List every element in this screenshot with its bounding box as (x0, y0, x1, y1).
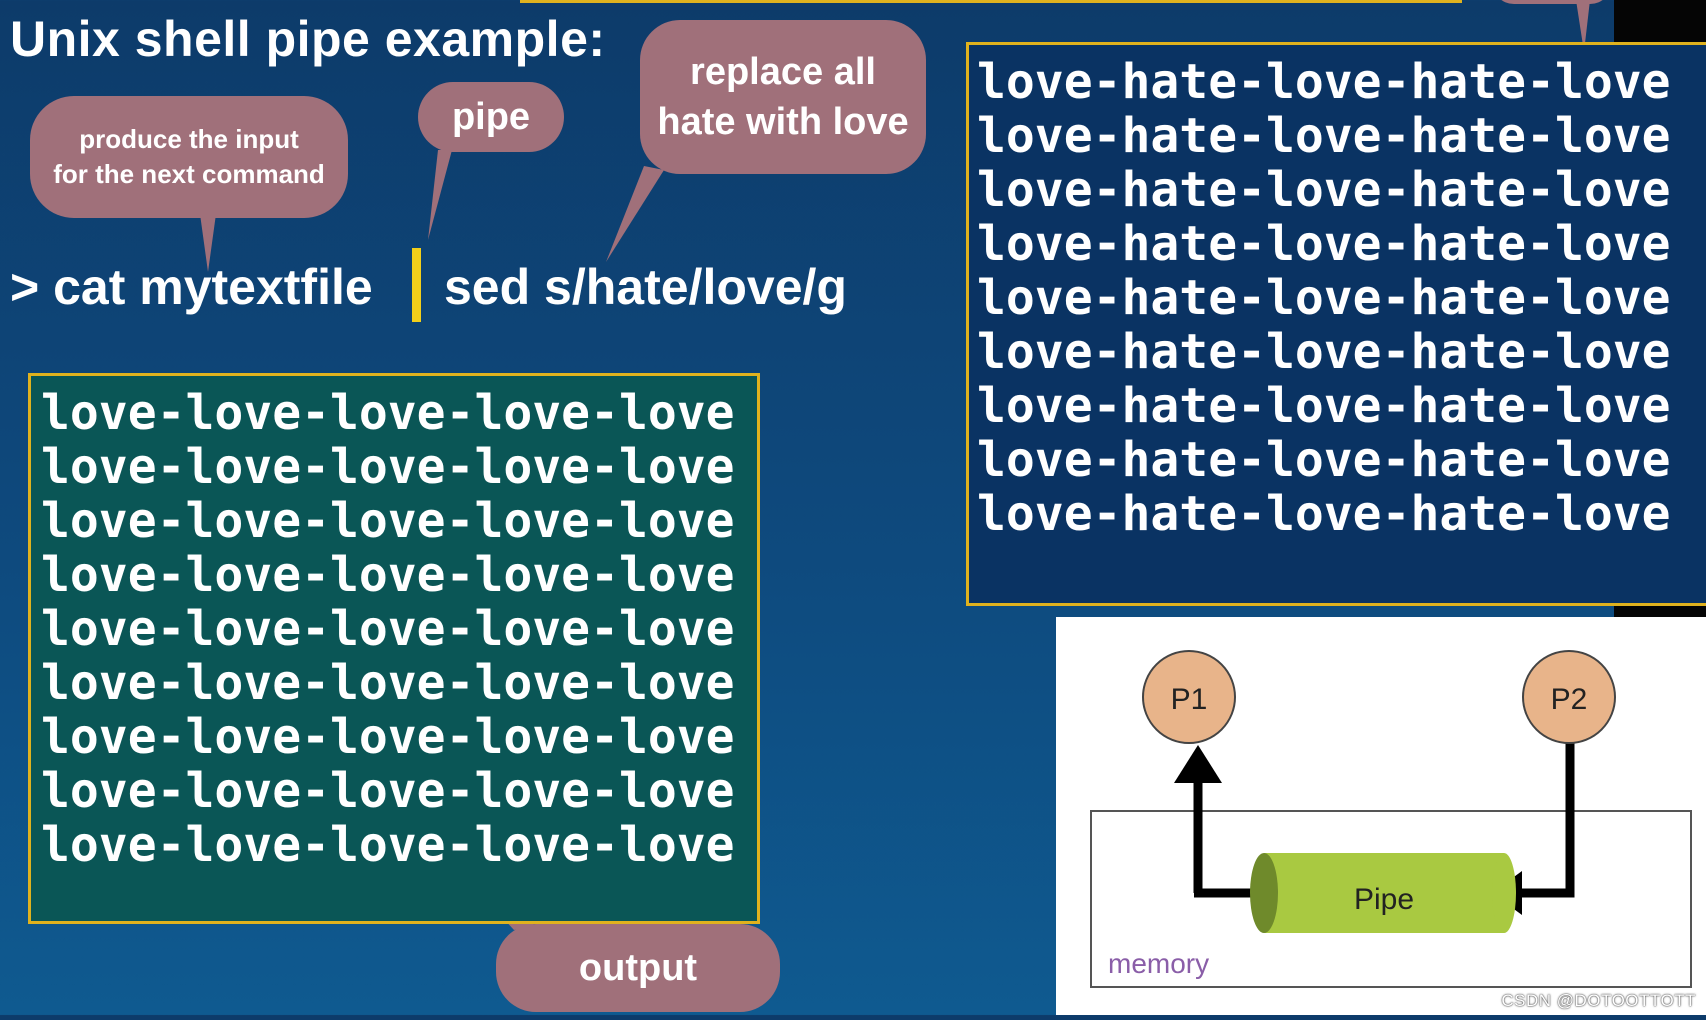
pipe-cylinder-body (1264, 853, 1504, 933)
output-line: love-love-love-love-love (41, 547, 735, 603)
input-line: love-hate-love-hate-love (977, 162, 1671, 218)
input-file-box: love-hate-love-hate-love love-hate-love-… (966, 42, 1706, 606)
memory-box (1090, 810, 1692, 988)
input-line: love-hate-love-hate-love (977, 270, 1671, 326)
output-lines: love-love-love-love-love love-love-love-… (41, 386, 735, 872)
process-p1 (1142, 650, 1236, 744)
watermark: CSDN @DOTOOTTOTT (1501, 991, 1696, 1010)
callout-pipe: pipe (418, 82, 564, 152)
pipe-label: Pipe (1354, 883, 1414, 916)
pipe-cylinder-mouth (1250, 853, 1278, 933)
callout-top-right (1492, 0, 1612, 4)
output-line: love-love-love-love-love (41, 763, 735, 819)
memory-label: memory (1108, 948, 1209, 979)
pipe-pointer (428, 150, 452, 240)
output-line: love-love-love-love-love (41, 493, 735, 549)
arrow-from-p2 (1518, 729, 1575, 898)
pipe-cylinder-end (1492, 853, 1516, 933)
slide-title: Unix shell pipe example: (10, 11, 606, 67)
process-p2 (1522, 650, 1616, 744)
input-lines: love-hate-love-hate-love love-hate-love-… (977, 55, 1671, 541)
input-line: love-hate-love-hate-love (977, 54, 1671, 110)
output-line: love-love-love-love-love (41, 655, 735, 711)
command-sed: sed s/hate/love/g (444, 259, 847, 315)
callout-replace: replace all hate with love (640, 20, 926, 174)
output-box: love-love-love-love-love love-love-love-… (28, 373, 760, 924)
callout-produce-input: produce the input for the next command (30, 96, 348, 218)
input-line: love-hate-love-hate-love (977, 378, 1671, 434)
produce-pointer (200, 214, 216, 272)
output-line: love-love-love-love-love (41, 439, 735, 495)
input-line: love-hate-love-hate-love (977, 216, 1671, 272)
input-line: love-hate-love-hate-love (977, 324, 1671, 380)
output-line: love-love-love-love-love (41, 601, 735, 657)
pipe-diagram-svg: Pipe P1 P2 memory (1090, 650, 1692, 988)
input-line: love-hate-love-hate-love (977, 108, 1671, 164)
output-line: love-love-love-love-love (41, 385, 735, 441)
pipe-diagram: Pipe P1 P2 memory CSDN @DOTOOTTOTT (1056, 617, 1706, 1015)
top-accent-line (520, 0, 1462, 3)
output-line: love-love-love-love-love (41, 817, 735, 873)
p2-label: P2 (1551, 683, 1588, 716)
input-line: love-hate-love-hate-love (977, 432, 1671, 488)
command-cat: > cat mytextfile (10, 259, 373, 315)
replace-pointer (606, 166, 664, 262)
pipe-symbol (412, 248, 421, 322)
output-line: love-love-love-love-love (41, 709, 735, 765)
p1-label: P1 (1171, 683, 1208, 716)
arrow-to-p1-head (1174, 745, 1222, 783)
callout-output: output (496, 924, 780, 1012)
topright-pointer (1576, 0, 1590, 52)
input-line: love-hate-love-hate-love (977, 486, 1671, 542)
